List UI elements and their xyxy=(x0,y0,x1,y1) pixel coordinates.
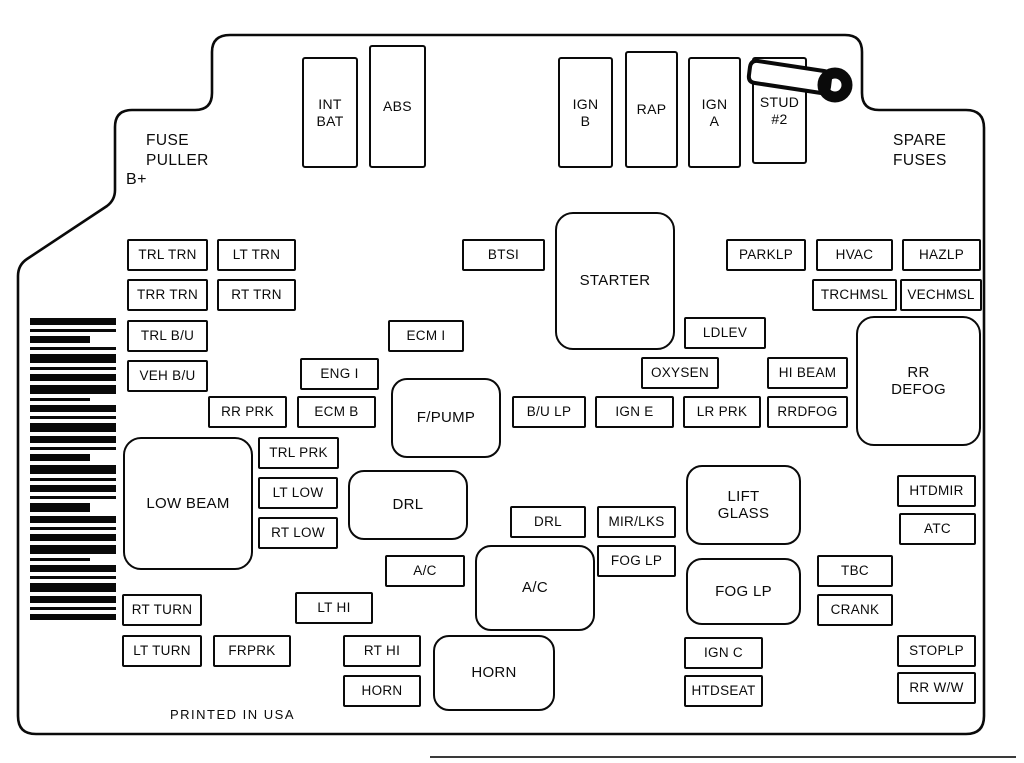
fuse-drl: DRL xyxy=(510,506,586,538)
fuse-trr-trn: TRR TRN xyxy=(127,279,208,311)
fuse-rt-turn: RT TURN xyxy=(122,594,202,626)
fuse-rt-trn: RT TRN xyxy=(217,279,296,311)
relay-fog-lp: FOG LP xyxy=(686,558,801,625)
b-plus-label: B+ xyxy=(126,171,147,188)
fuse-ac: A/C xyxy=(385,555,465,587)
maxifuse-ign-b: IGN B xyxy=(558,57,613,168)
fuse-ecm-b: ECM B xyxy=(297,396,376,428)
fuse-frprk: FRPRK xyxy=(213,635,291,667)
fuse-htdmir: HTDMIR xyxy=(897,475,976,507)
maxifuse-ign-a: IGN A xyxy=(688,57,741,168)
fuse-rrdfog: RRDFOG xyxy=(767,396,848,428)
fuse-ign-e: IGN E xyxy=(595,396,674,428)
fuse-trchmsl: TRCHMSL xyxy=(812,279,897,311)
fuse-atc: ATC xyxy=(899,513,976,545)
maxifuse-abs: ABS xyxy=(369,45,426,168)
fuse-horn: HORN xyxy=(343,675,421,707)
fuse-puller-barcode xyxy=(30,318,116,620)
fuse-trl-prk: TRL PRK xyxy=(258,437,339,469)
fuse-trl-trn: TRL TRN xyxy=(127,239,208,271)
fuse-stoplp: STOPLP xyxy=(897,635,976,667)
relay-lift-glass: LIFT GLASS xyxy=(686,465,801,545)
maxifuse-rap: RAP xyxy=(625,51,678,168)
fuse-htdseat: HTDSEAT xyxy=(684,675,763,707)
fuse-hvac: HVAC xyxy=(816,239,893,271)
fuse-mir-lks: MIR/LKS xyxy=(597,506,676,538)
fuse-hazlp: HAZLP xyxy=(902,239,981,271)
relay-rr-defog: RR DEFOG xyxy=(856,316,981,446)
fuse-veh-bu: VEH B/U xyxy=(127,360,208,392)
fuse-tbc: TBC xyxy=(817,555,893,587)
fuse-btsi: BTSI xyxy=(462,239,545,271)
fuse-ign-c: IGN C xyxy=(684,637,763,669)
enclosure-outline xyxy=(16,33,986,736)
fuse-lt-turn: LT TURN xyxy=(122,635,202,667)
fuse-lt-trn: LT TRN xyxy=(217,239,296,271)
maxifuse-stud-2: STUD #2 xyxy=(752,57,807,164)
fuse-fog-lp: FOG LP xyxy=(597,545,676,577)
maxifuse-int-bat: INT BAT xyxy=(302,57,358,168)
relay-starter: STARTER xyxy=(555,212,675,350)
relay-ac: A/C xyxy=(475,545,595,631)
fuse-lt-low: LT LOW xyxy=(258,477,338,509)
relay-horn: HORN xyxy=(433,635,555,711)
fuse-ecm-i: ECM I xyxy=(388,320,464,352)
spare-fuses-label: SPARE FUSES xyxy=(893,132,947,169)
fuse-vechmsl: VECHMSL xyxy=(900,279,982,311)
fuse-bu-lp: B/U LP xyxy=(512,396,586,428)
relay-drl: DRL xyxy=(348,470,468,540)
fuse-eng-i: ENG I xyxy=(300,358,379,390)
relay-f-pump: F/PUMP xyxy=(391,378,501,458)
printed-in-usa-label: PRINTED IN USA xyxy=(170,707,296,722)
fuse-lt-hi: LT HI xyxy=(295,592,373,624)
fuse-rr-ww: RR W/W xyxy=(897,672,976,704)
fuse-hi-beam: HI BEAM xyxy=(767,357,848,389)
fuse-parklp: PARKLP xyxy=(726,239,806,271)
fuse-rt-low: RT LOW xyxy=(258,517,338,549)
fuse-rt-hi: RT HI xyxy=(343,635,421,667)
fuse-puller-label: FUSE PULLER xyxy=(146,132,209,169)
fuse-ldlev: LDLEV xyxy=(684,317,766,349)
fuse-trl-bu: TRL B/U xyxy=(127,320,208,352)
fuse-oxysen: OXYSEN xyxy=(641,357,719,389)
relay-low-beam: LOW BEAM xyxy=(123,437,253,570)
fuse-lr-prk: LR PRK xyxy=(683,396,761,428)
fuse-crank: CRANK xyxy=(817,594,893,626)
fuse-rr-prk: RR PRK xyxy=(208,396,287,428)
